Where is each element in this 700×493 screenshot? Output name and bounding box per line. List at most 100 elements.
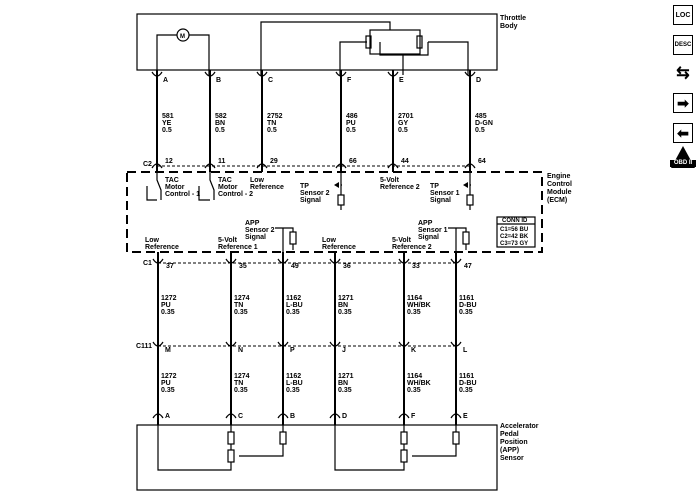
ecm-pin-label: 44: [401, 158, 409, 165]
arrow-icon: [463, 182, 468, 188]
wire-gauge: 0.35: [286, 309, 300, 316]
ecm-function-label: APP: [245, 220, 260, 227]
ecm-label: Control: [547, 181, 572, 188]
app-pin-label: A: [165, 413, 170, 420]
wire-gauge: 0.35: [234, 387, 248, 394]
connector-terminal: [256, 163, 268, 169]
conn-id-line: C2=42 BK: [500, 234, 529, 240]
connector-terminal: [204, 163, 216, 169]
throttle-body-label: Throttle: [500, 15, 526, 22]
ecm-function-label: Signal: [245, 234, 266, 241]
ecm-function-label: Signal: [430, 197, 451, 204]
c111-label: C111: [136, 343, 152, 350]
wire-circuit: 1164: [407, 373, 422, 380]
potentiometer: [227, 449, 235, 463]
motor-driver-switch: [146, 172, 162, 201]
wire-gauge: 0.35: [459, 309, 473, 316]
wire-gauge: 0.5: [267, 127, 277, 134]
wire-gauge: 0.5: [398, 127, 408, 134]
ecm-pin-label: 12: [165, 158, 173, 165]
pullup-resistor: [466, 194, 474, 206]
wire-circuit: 485: [475, 113, 487, 120]
wire-circuit: 1274: [234, 295, 250, 302]
ecm-pin-label: 33: [412, 263, 420, 270]
wire-circuit: 1271: [338, 373, 354, 380]
connector-terminal: [151, 71, 163, 77]
wire-gauge: 0.35: [338, 309, 352, 316]
ecm-function-label: APP: [418, 220, 433, 227]
app-signal-line: [448, 227, 467, 252]
ecm-function-label: Signal: [300, 197, 321, 204]
throttle-body-box: [136, 13, 498, 71]
throttle-internal-wiring: [156, 21, 469, 75]
ecm-function-label: Motor: [218, 184, 238, 191]
wire-circuit: 1164: [407, 295, 422, 302]
c2-label: C2: [143, 161, 152, 168]
wire-color: PU: [161, 380, 171, 387]
ecm-function-label: Sensor 1: [418, 227, 448, 234]
resistor: [227, 431, 235, 445]
wire-color: GY: [398, 120, 408, 127]
ecm-function-label: Low: [322, 237, 337, 244]
app-sensor-internal: [334, 425, 457, 471]
conn-id-line: C3=73 GY: [500, 241, 528, 247]
ecm-function-label: Motor: [165, 184, 185, 191]
wire-circuit: 582: [215, 113, 227, 120]
app-pin-label: C: [238, 413, 243, 420]
wire-color: D-BU: [459, 302, 477, 309]
ecm-function-label: Reference: [145, 244, 179, 251]
wire-circuit: 2752: [267, 113, 283, 120]
wire-circuit: 486: [346, 113, 358, 120]
wire-color: BN: [338, 380, 348, 387]
wire-color: BN: [215, 120, 225, 127]
wire-gauge: 0.35: [459, 387, 473, 394]
wire-gauge: 0.35: [407, 387, 421, 394]
connector-terminal: [256, 71, 268, 77]
wire-color: L-BU: [286, 380, 303, 387]
app-label: Position: [500, 439, 528, 446]
sensor-signal-line: [469, 172, 471, 210]
obd-ii-icon[interactable]: OBD II: [668, 146, 698, 170]
wire-circuit: 1272: [161, 373, 177, 380]
pullup-resistor: [289, 231, 297, 245]
ecm-function-label: Low: [145, 237, 160, 244]
wire-circuit: 1271: [338, 295, 354, 302]
wire-color: D-GN: [475, 120, 493, 127]
wire-gauge: 0.35: [234, 309, 248, 316]
ecm-pin-label: 29: [270, 158, 278, 165]
previous-arrow-icon[interactable]: ⬅: [673, 123, 693, 143]
ecm-pin-label: 11: [218, 158, 226, 165]
throttle-pin-label: C: [268, 77, 273, 84]
app-label: (APP): [500, 447, 519, 454]
throttle-pin-label: B: [216, 77, 221, 84]
throttle-body-label: Body: [500, 23, 518, 30]
c111-pin-label: J: [342, 347, 346, 354]
wire-gauge: 0.5: [162, 127, 172, 134]
connector-terminal: [450, 413, 462, 419]
connector-end-view-icon[interactable]: ⇆: [676, 65, 690, 82]
connector-terminal: [329, 413, 341, 419]
connector-terminal: [204, 71, 216, 77]
location-icon[interactable]: LOC: [673, 5, 693, 25]
connector-terminal: [225, 413, 237, 419]
app-pin-label: F: [411, 413, 416, 420]
arrow-icon: [334, 182, 339, 188]
ecm-function-label: TP: [430, 183, 439, 190]
motor-driver-switch: [198, 172, 215, 201]
wire-color: WH/BK: [407, 380, 431, 387]
ecm-function-label: 5-Volt: [380, 177, 400, 184]
resistor: [279, 431, 287, 445]
resistor: [400, 431, 408, 445]
app-label: Pedal: [500, 431, 519, 438]
connector-terminal: [464, 163, 476, 169]
description-icon[interactable]: DESC: [673, 35, 693, 55]
next-arrow-icon[interactable]: ➡: [673, 93, 693, 113]
ecm-function-label: TAC: [218, 177, 232, 184]
tp-sensor-box: [369, 29, 421, 55]
app-signal-line: [275, 227, 294, 252]
wire-color: TN: [234, 302, 243, 309]
connector-terminal: [152, 413, 164, 419]
tp-sensor-resistor: [416, 35, 423, 49]
ecm-function-label: Control - 2: [218, 191, 253, 198]
